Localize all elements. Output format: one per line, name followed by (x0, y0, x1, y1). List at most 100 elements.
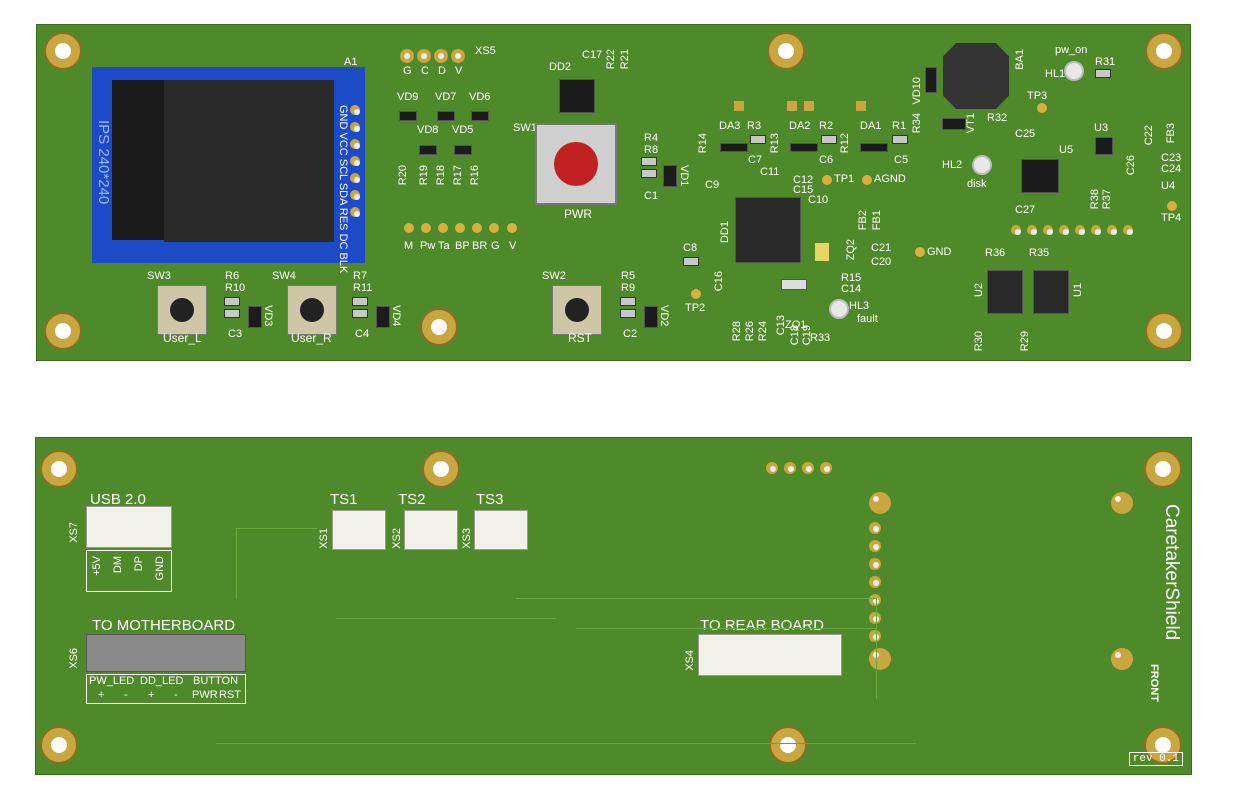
diode (376, 306, 390, 328)
usb-pin-label: +5V (91, 556, 103, 576)
diode (663, 165, 677, 187)
ic-u5 (1021, 159, 1059, 193)
usb-pin-table (86, 550, 172, 592)
reset-label: RST (568, 331, 592, 345)
resistor (620, 297, 636, 306)
disk-label: disk (967, 178, 987, 190)
power-on-led (1064, 61, 1084, 81)
resistor (224, 309, 240, 318)
ref-vd2: VD2 (658, 305, 670, 327)
header-pin (802, 462, 814, 474)
mounting-hole (1145, 32, 1183, 70)
ref-fb2: FB2 (857, 210, 869, 231)
ts1-title: TS1 (330, 491, 358, 508)
user-right-label: User_R (291, 331, 332, 345)
ref-r22: R22 (605, 49, 617, 70)
test-point (1037, 103, 1047, 113)
header-pin-label: D (438, 65, 446, 77)
ref-r30: R30 (973, 331, 985, 352)
display-label: IPS 240*240 (95, 120, 112, 205)
ref-tp2: TP2 (685, 302, 706, 314)
mounting-hole (767, 32, 805, 70)
header-pin (417, 49, 431, 63)
ref-vd9: VD9 (397, 91, 419, 103)
user-right-button[interactable] (287, 285, 337, 335)
resistor (821, 135, 837, 144)
ref-c20: C20 (871, 256, 892, 268)
mounting-hole (44, 312, 82, 350)
mounting-hole (40, 726, 78, 764)
pin-label: BP (455, 240, 470, 252)
regulator (720, 143, 748, 152)
pin-label: V (509, 240, 517, 252)
header-pin (1043, 225, 1053, 235)
ref-c27: C27 (1015, 204, 1036, 216)
reset-button[interactable] (552, 285, 602, 335)
fault-led (829, 299, 849, 319)
resistor (1095, 69, 1111, 78)
pin-pad (507, 223, 517, 233)
ref-r5: R5 (621, 270, 636, 282)
ref-r26: R26 (744, 321, 756, 342)
group-label: BUTTON (193, 675, 239, 687)
pad (787, 101, 797, 111)
header-pin (451, 49, 465, 63)
mounting-hole (769, 726, 807, 764)
usb-title: USB 2.0 (90, 491, 146, 508)
display-pin (350, 105, 360, 115)
test-point (691, 289, 701, 299)
led-smd (399, 111, 417, 121)
ref-r7: R7 (353, 270, 368, 282)
ic-u3 (1095, 137, 1113, 155)
usb-pin-label: DP (133, 556, 145, 572)
pcb-trace (336, 558, 556, 619)
header-pin (1059, 225, 1069, 235)
ref-c16: C16 (713, 271, 725, 292)
side-label: FRONT (1148, 664, 1160, 702)
ref-u4: U4 (1161, 180, 1176, 192)
buzzer-ba1 (943, 43, 1009, 109)
ref-c15: C15 (793, 184, 814, 196)
ref-c11: C11 (760, 166, 780, 178)
mounting-hole (44, 32, 82, 70)
power-button[interactable] (535, 123, 617, 205)
ref-r18: R18 (435, 165, 447, 186)
ref-xs2: XS2 (391, 528, 403, 549)
pin-label: PWR (192, 689, 218, 701)
ref-da2: DA2 (789, 120, 811, 132)
ref-c21: C21 (871, 242, 892, 254)
header-pin (400, 49, 414, 63)
ref-r6: R6 (225, 270, 240, 282)
mounting-hole (420, 308, 458, 346)
pin-label: Pw (420, 240, 436, 252)
rear-board-title: TO REAR BOARD (700, 617, 824, 634)
ts1-connector (332, 510, 386, 550)
led-smd (437, 111, 455, 121)
ref-dd1: DD1 (719, 221, 731, 244)
ref-r17: R17 (452, 165, 464, 186)
mounting-hole-small (1111, 492, 1133, 514)
ref-sw2: SW2 (542, 270, 566, 282)
ref-r16: R16 (469, 165, 481, 186)
ref-c2: C2 (623, 328, 638, 340)
ref-r13: R13 (769, 133, 781, 154)
crystal-zq1 (781, 279, 807, 290)
regulator (790, 143, 818, 152)
ref-sw1: SW1 (513, 122, 537, 134)
user-left-button[interactable] (157, 285, 207, 335)
ref-c12: C12 (793, 174, 814, 186)
group-label: DD_LED (140, 675, 184, 687)
ref-c13: C13 (775, 315, 787, 336)
pin-label: Ta (438, 240, 450, 252)
header-pin (766, 462, 778, 474)
ic-dd2 (559, 79, 595, 113)
mounting-hole (1144, 450, 1182, 488)
ref-fb3: FB3 (1165, 123, 1177, 144)
pcb-trace (216, 743, 916, 745)
ref-r35: R35 (1029, 247, 1050, 259)
diode (925, 67, 937, 93)
header-pin (820, 462, 832, 474)
resistor (224, 297, 240, 306)
ref-da1: DA1 (860, 120, 882, 132)
ref-r14: R14 (697, 133, 709, 154)
